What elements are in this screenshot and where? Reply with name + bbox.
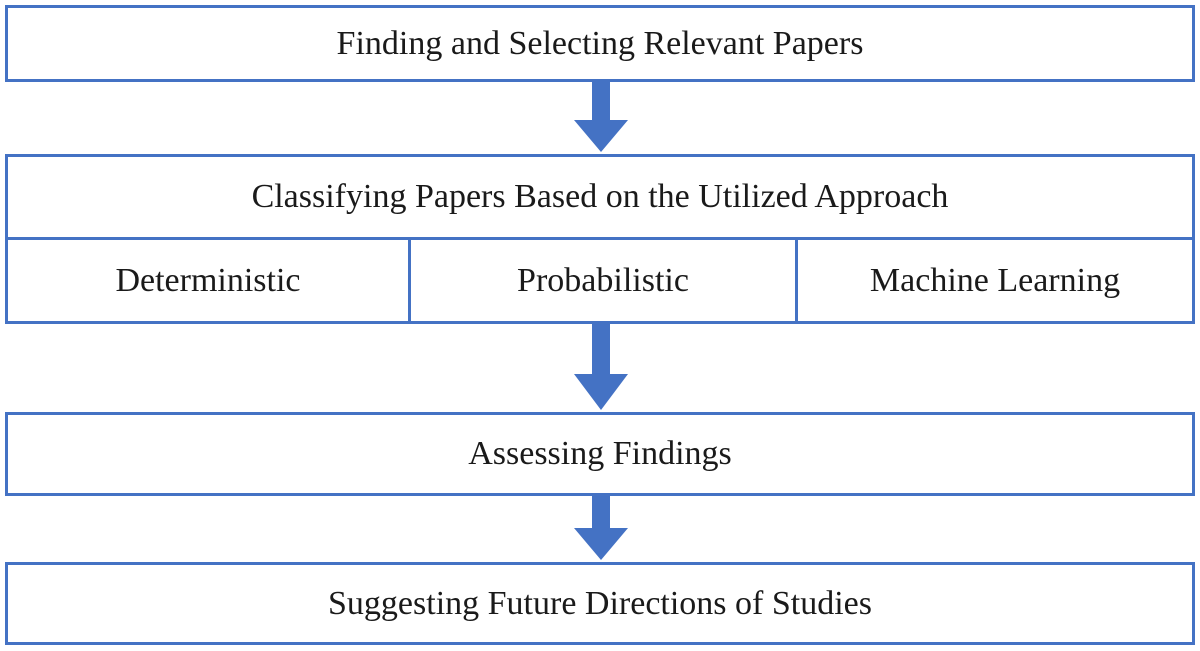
horizontal-divider bbox=[8, 237, 1192, 240]
arrow-down-icon bbox=[574, 324, 628, 410]
arrow-down-icon bbox=[574, 496, 628, 560]
step-finding-papers: Finding and Selecting Relevant Papers bbox=[5, 5, 1195, 82]
step-assessing-findings-label: Assessing Findings bbox=[468, 435, 732, 472]
step-classifying-papers: Classifying Papers Based on the Utilized… bbox=[5, 154, 1195, 324]
step-classifying-papers-label: Classifying Papers Based on the Utilized… bbox=[251, 178, 949, 215]
vertical-divider bbox=[795, 240, 798, 321]
vertical-divider bbox=[408, 240, 411, 321]
arrow-down-icon bbox=[574, 82, 628, 152]
step-assessing-findings: Assessing Findings bbox=[5, 412, 1195, 496]
step-suggesting-directions: Suggesting Future Directions of Studies bbox=[5, 562, 1195, 645]
approach-deterministic: Deterministic bbox=[115, 261, 301, 299]
step-suggesting-directions-label: Suggesting Future Directions of Studies bbox=[328, 584, 872, 622]
approach-machine-learning: Machine Learning bbox=[869, 261, 1121, 299]
approach-row: Deterministic Probabilistic Machine Lear… bbox=[8, 240, 1192, 321]
step-finding-papers-label: Finding and Selecting Relevant Papers bbox=[336, 24, 864, 62]
approach-probabilistic: Probabilistic bbox=[517, 261, 689, 299]
